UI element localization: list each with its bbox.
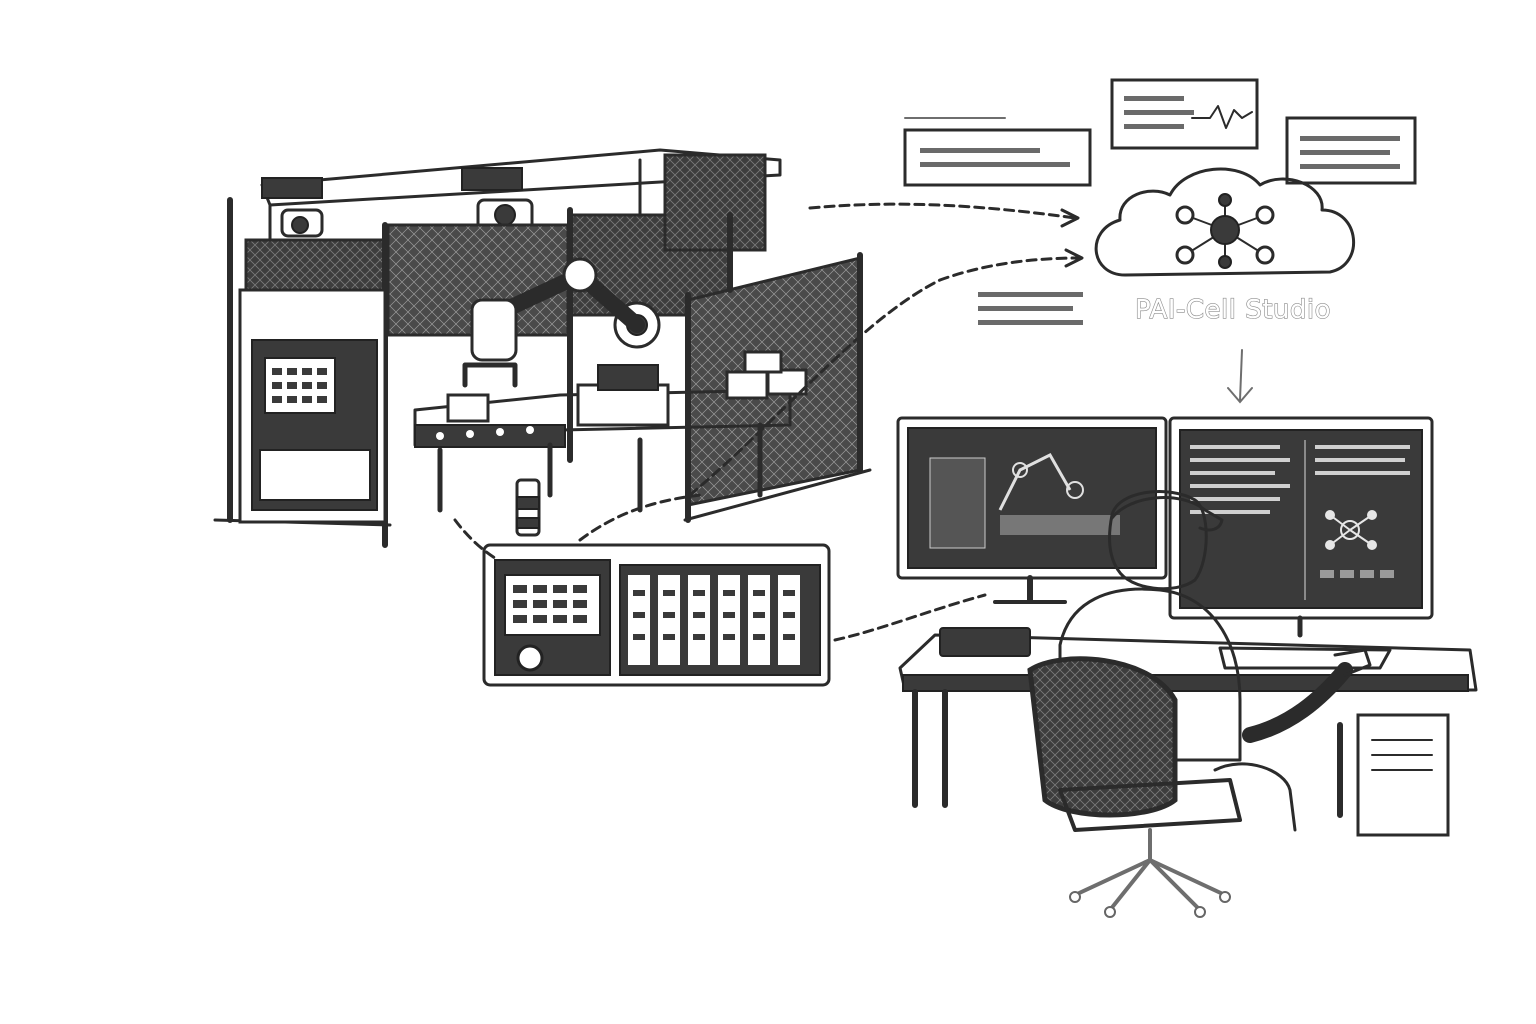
- network-hub-icon: [1325, 510, 1377, 550]
- data-links: [453, 202, 1084, 642]
- data-card: [1285, 116, 1417, 185]
- keyboard: [1218, 646, 1392, 670]
- cloud-network-icon: [1094, 167, 1355, 277]
- data-card: [903, 117, 1092, 187]
- brand-label: PAI-Cell Studio: [1135, 295, 1331, 325]
- emergency-stop-icon: [516, 644, 544, 672]
- plc-controller: [482, 478, 831, 687]
- down-arrow-icon: [1227, 349, 1253, 404]
- tablet-device: [939, 627, 1031, 657]
- overhead-gantry: [260, 148, 782, 242]
- robotic-work-cell: [213, 148, 872, 548]
- fence-panel: [663, 153, 767, 252]
- data-card: [978, 292, 1083, 325]
- office-chair: [1027, 656, 1297, 918]
- operator-figure: [1058, 490, 1372, 762]
- operator-workstation: [896, 416, 1478, 918]
- io-modules: [619, 564, 821, 676]
- network-hub-icon: [1175, 193, 1275, 269]
- box-icon: [446, 350, 808, 423]
- data-card: [1110, 78, 1259, 150]
- monitor-left: [896, 416, 1168, 604]
- monitor-right: [1168, 416, 1434, 638]
- computer-tower: [1356, 713, 1450, 837]
- robot-arm: [462, 257, 670, 427]
- camera-icon: [280, 208, 324, 238]
- signal-tower-icon: [515, 478, 541, 537]
- conveyor: [413, 388, 792, 513]
- control-cabinet: [238, 288, 387, 524]
